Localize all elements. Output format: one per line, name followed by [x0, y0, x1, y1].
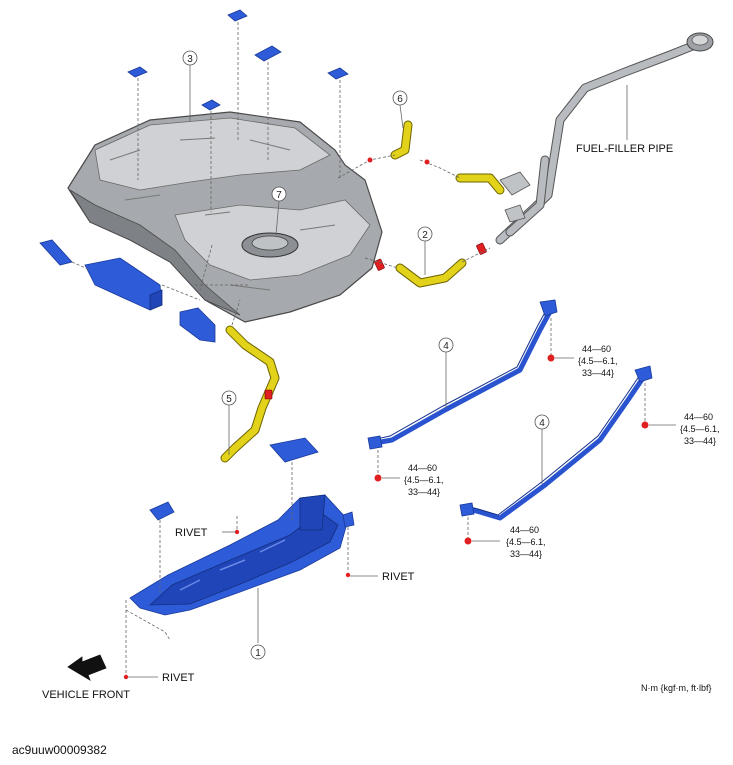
svg-text:2: 2 [422, 230, 428, 241]
svg-text:44—60: 44—60 [408, 463, 437, 473]
svg-text:7: 7 [276, 190, 282, 201]
callout-5: 5 [221, 390, 237, 455]
callout-4-lower: 4 [534, 414, 550, 484]
svg-text:{4.5—6.1,: {4.5—6.1, [680, 424, 720, 434]
callout-4-upper: 4 [438, 337, 454, 408]
svg-text:{4.5—6.1,: {4.5—6.1, [578, 356, 618, 366]
rivet-label-upper: RIVET [175, 527, 208, 539]
svg-text:{4.5—6.1,: {4.5—6.1, [506, 537, 546, 547]
svg-text:3: 3 [187, 54, 193, 65]
rivet-markers [123, 516, 378, 680]
svg-text:33—44}: 33—44} [684, 436, 716, 446]
svg-text:1: 1 [255, 648, 261, 659]
callout-6: 6 [392, 90, 408, 129]
svg-text:4: 4 [443, 341, 449, 352]
svg-text:44—60: 44—60 [582, 344, 611, 354]
callout-1: 1 [250, 588, 266, 660]
strap-bolts [374, 318, 649, 545]
torque-unit-label: N·m {kgf·m, ft·lbf} [641, 683, 712, 693]
vehicle-front-arrow-icon [67, 654, 107, 681]
rivet-label-lower: RIVET [162, 672, 195, 684]
fuel-tank-strap-upper [367, 299, 558, 450]
callout-2: 2 [417, 226, 433, 275]
svg-text:33—44}: 33—44} [582, 368, 614, 378]
fuel-tank [67, 111, 383, 323]
fuel-tank-under-cover [125, 437, 355, 675]
svg-text:4: 4 [539, 418, 545, 429]
left-insulator-panels [39, 239, 250, 343]
tank-insulator-pads [127, 9, 349, 212]
callout-3: 3 [182, 50, 198, 122]
torque-spec-1: 44—60 {4.5—6.1, 33—44} [555, 344, 618, 378]
svg-text:44—60: 44—60 [510, 525, 539, 535]
fuel-filler-pipe [495, 32, 714, 245]
torque-spec-3: 44—60 {4.5—6.1, 33—44} [382, 463, 444, 497]
callout-7: 7 [271, 186, 287, 236]
torque-spec-4: 44—60 {4.5—6.1, 33—44} [472, 525, 546, 559]
svg-text:33—44}: 33—44} [408, 487, 440, 497]
svg-text:6: 6 [397, 94, 403, 105]
rivet-label-right: RIVET [382, 571, 415, 583]
svg-text:5: 5 [226, 394, 232, 405]
filler-hose [364, 242, 491, 288]
svg-text:{4.5—6.1,: {4.5—6.1, [404, 475, 444, 485]
image-id-label: ac9uuw00009382 [12, 743, 107, 757]
fuel-filler-pipe-label: FUEL-FILLER PIPE [576, 143, 673, 155]
vent-hose [220, 299, 280, 463]
breather-hose [337, 120, 505, 195]
torque-spec-2: 44—60 {4.5—6.1, 33—44} [649, 412, 720, 446]
svg-text:44—60: 44—60 [684, 412, 713, 422]
vehicle-front-label: VEHICLE FRONT [42, 689, 130, 701]
fuel-tank-strap-lower [459, 365, 653, 521]
svg-text:33—44}: 33—44} [510, 549, 542, 559]
